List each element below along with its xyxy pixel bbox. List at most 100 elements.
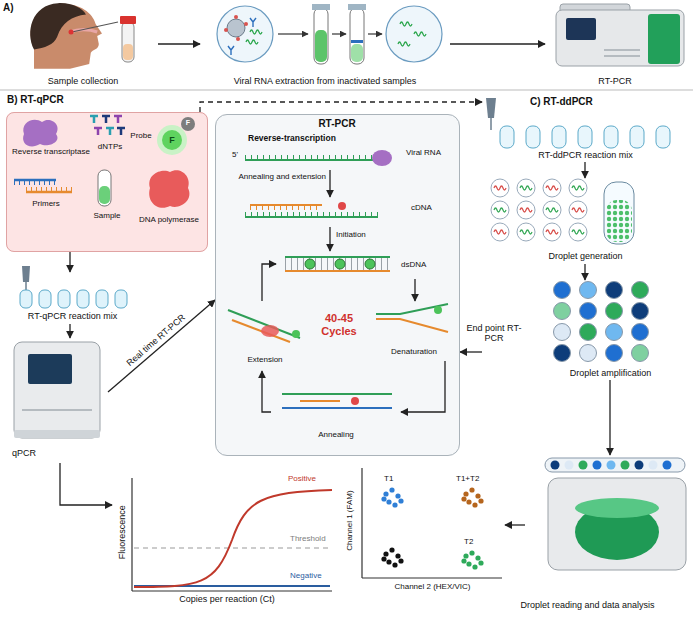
droplet-generation-grid (520, 230, 532, 234)
node-text: RT-PCR (545, 76, 685, 86)
extraction-illustration (236, 37, 240, 41)
droplet-scatter-plot (383, 551, 388, 556)
ddpcr-tubes (630, 126, 644, 148)
reaction-tubes (77, 290, 89, 308)
droplet-reader (663, 461, 672, 470)
droplet-generation-grid (572, 186, 584, 190)
droplet-generation-grid (543, 201, 561, 219)
head-illustration (69, 30, 74, 35)
droplet-reader (621, 461, 630, 470)
node-text: Threshold (290, 534, 334, 543)
cdna-strand (338, 202, 346, 210)
droplet-amplification-grid (554, 345, 571, 362)
droplet-amplification-grid (580, 303, 597, 320)
droplet-generation-grid (491, 179, 587, 241)
dashed-connector (200, 102, 482, 112)
head-illustration (72, 22, 118, 32)
cycle-step: Reverse-transcriptionViral RNA (226, 134, 456, 170)
rna-strand (372, 150, 392, 166)
droplet-generation-grid (491, 201, 509, 219)
droplet-generation-grid (517, 201, 535, 219)
droplet-reader (607, 461, 616, 470)
droplet-scatter-plot (361, 468, 362, 578)
cycle-step: dsDNA (276, 251, 456, 279)
droplet-generation-grid (569, 223, 587, 241)
node-text: Reverse transcriptase (9, 147, 93, 156)
extraction-illustration (351, 40, 363, 43)
node-text: Viral RNA (406, 148, 456, 157)
annealing-strands (300, 400, 340, 402)
reagent-item: Sample (87, 169, 127, 223)
connector-arrow (69, 252, 70, 272)
probe-symbol (181, 117, 195, 131)
cdna-strand (245, 202, 378, 217)
qpcr-machine (14, 430, 100, 438)
reaction-tubes (96, 290, 108, 308)
rtpcr-machine (566, 18, 596, 40)
droplet-reader (649, 461, 658, 470)
node-text: Copies per reaction (Ct) (132, 594, 322, 604)
droplet-amplification-grid (554, 282, 571, 299)
primer-symbols (26, 191, 72, 194)
connector-arrow (584, 162, 585, 178)
droplet-scatter-plot (478, 498, 483, 503)
head-illustration (30, 3, 102, 69)
cycle-step: cDNA (226, 197, 456, 227)
dntp-symbols (90, 116, 125, 135)
annealing-strands (282, 394, 392, 408)
connector-arrow (262, 264, 276, 301)
qpcr-machine (14, 342, 100, 438)
droplet-scatter-plot (381, 487, 403, 507)
rna-strand (245, 159, 374, 161)
droplet-scatter-plot (389, 547, 394, 552)
droplet-generation-grid (520, 208, 532, 212)
droplet-scatter-plot (383, 491, 388, 496)
qpcr-machine (28, 354, 72, 384)
droplet-scatter-plot (461, 487, 483, 507)
instrument: qPCR (8, 338, 108, 463)
droplet-generation-grid (569, 201, 587, 219)
edge-label: End point RT-PCR (463, 323, 525, 344)
reverse-transcriptase-blob (23, 120, 58, 147)
droplet-scatter-plot (381, 556, 386, 561)
extraction-illustration (368, 33, 382, 34)
reagent-item: Probe (125, 129, 157, 145)
primer-symbols (26, 187, 72, 191)
extraction-illustration (278, 33, 308, 34)
droplet-scatter-plot (466, 561, 471, 566)
droplet-reader (545, 458, 685, 472)
node-text: dNTPs (87, 142, 133, 151)
denaturation-fork (376, 319, 448, 332)
rtpcr-machine (604, 55, 640, 57)
dntp-symbols (117, 128, 125, 135)
rtpcr-machine (648, 14, 680, 64)
droplet-generation-grid (604, 182, 634, 244)
droplet-generation-grid (606, 200, 632, 242)
panel-separator (0, 90, 693, 91)
droplet-scatter-plot (392, 562, 397, 567)
connector-arrow (450, 43, 545, 44)
node-text: Positive (288, 474, 334, 483)
droplet-scatter-plot (398, 498, 403, 503)
node-text: DNA polymerase (131, 215, 207, 224)
extraction-illustration (244, 22, 248, 26)
connector-arrow (505, 524, 525, 525)
node-text: Annealing (271, 430, 401, 439)
ddpcr-tubes (490, 118, 492, 130)
cdna-strand (245, 212, 378, 216)
droplet-amplification-grid (632, 345, 649, 362)
extraction-illustration (398, 42, 410, 46)
extraction-illustration (250, 18, 256, 27)
extraction-illustration (351, 44, 363, 62)
extraction-illustration (314, 8, 328, 64)
edge-label: Annealing and extension (226, 172, 326, 181)
droplet-amplification-grid (606, 303, 623, 320)
dntp-symbols (106, 128, 114, 135)
droplet-amplification-grid (632, 303, 649, 320)
rtpcr-machine (556, 10, 684, 66)
droplet-amplification-grid (554, 303, 571, 320)
connector-arrow (414, 279, 415, 301)
droplet-scatter-plot (463, 491, 468, 496)
qpcr-machine (22, 409, 92, 411)
panel-heading: C) RT-ddPCR (530, 96, 650, 108)
